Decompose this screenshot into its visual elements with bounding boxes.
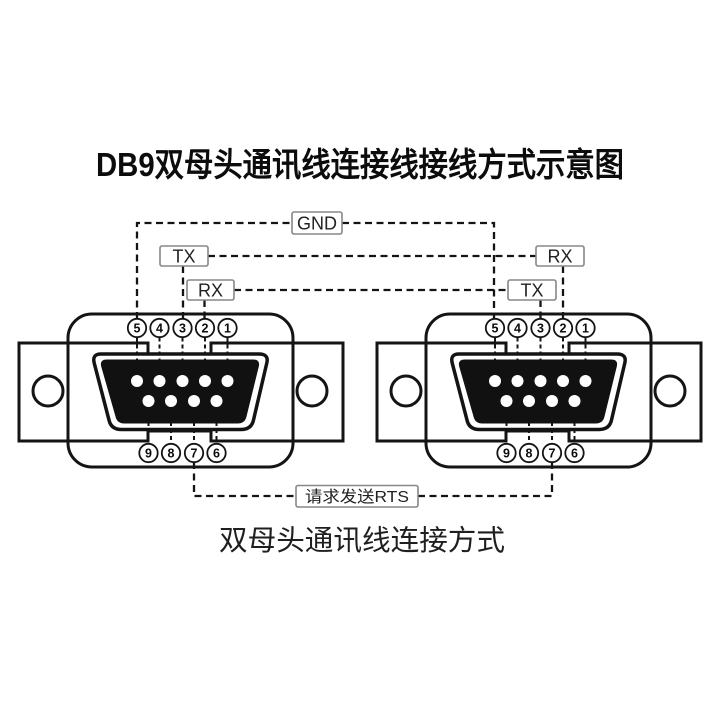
right-pin-4: 4 [514,322,521,336]
rx-right-label: RX [547,247,572,267]
right-connector: 5 4 3 2 1 9 8 7 6 [375,312,703,469]
left-pin-5: 5 [134,322,141,336]
left-connector: 5 4 3 2 1 9 8 7 6 [17,312,345,469]
left-bracket-hole-right [295,374,329,408]
right-pin-numbers: 5 4 3 2 1 9 8 7 6 [484,317,596,464]
right-pin-holes [489,375,592,407]
left-pin-6: 6 [213,447,220,461]
right-pin-8: 8 [526,447,533,461]
right-bracket-hole-left [389,374,423,408]
left-pin-4: 4 [156,322,163,336]
right-pin-7: 7 [549,447,556,461]
rx-left-label: RX [198,281,223,301]
right-pin-2: 2 [560,322,567,336]
gnd-wire-right [342,221,496,319]
rts-label-box [295,484,419,508]
left-pin-2: 2 [202,322,209,336]
tx-right-label-box [507,279,557,301]
left-pin-1: 1 [224,322,231,336]
tx-left-label-box [159,245,209,267]
gnd-label: GND [297,214,337,234]
gnd-wire-left [135,221,292,319]
left-pin-7: 7 [191,447,198,461]
rx-left-label-box [186,279,235,301]
left-pin-3: 3 [179,322,186,336]
tx-right-label: TX [520,281,543,301]
left-pin-8: 8 [168,447,175,461]
left-bracket-hole-left [31,374,65,408]
left-dsub-opening [100,359,260,424]
left-pin-9: 9 [145,447,152,461]
diagram-title: DB9双母头通讯线连接线接线方式示意图 [96,146,624,183]
left-pin-holes [131,375,234,407]
rts-label: 请求发送RTS [305,488,409,506]
wires [135,221,565,498]
rx-right-label-box [535,245,585,267]
left-pin-numbers: 5 4 3 2 1 9 8 7 6 [126,317,238,464]
right-pin-3: 3 [537,322,544,336]
right-dsub-opening [458,359,618,424]
tx-left-label: TX [172,247,195,267]
right-bracket-hole-right [653,374,687,408]
right-pin-5: 5 [492,322,499,336]
wire-label-boxes: GND TX RX RX TX 请求发送RTS [159,211,585,508]
gnd-label-box [291,211,343,235]
right-pin-1: 1 [582,322,589,336]
diagram-caption: 双母头通讯线连接方式 [219,525,505,557]
right-pin-9: 9 [503,447,510,461]
right-pin-6: 6 [571,447,578,461]
